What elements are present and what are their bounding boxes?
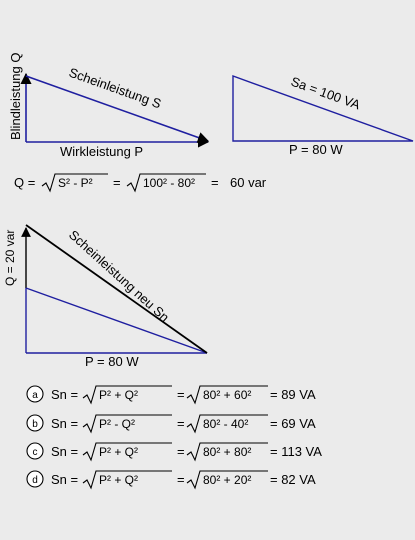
option-root1: P² + Q² [99, 473, 138, 487]
option-eq: = [177, 416, 185, 431]
middle-new-hypotenuse [25, 224, 208, 354]
answer-options: a Sn = P² + Q² = 80² + 60² = 89 VA b Sn = P² - Q… [26, 385, 322, 490]
option-circle[interactable] [26, 470, 44, 488]
label-wirkleistung: Wirkleistung P [60, 144, 143, 159]
label-p-top: P = 80 W [289, 142, 343, 157]
option-sqrt-sign-2 [186, 442, 268, 462]
label-p-middle: P = 80 W [85, 354, 139, 369]
q-formula: Q = S² - P² = 100² - 80² = 60 var [14, 173, 267, 193]
option-lhs: Sn = [51, 472, 78, 487]
answer-option-a[interactable]: a Sn = P² + Q² = 80² + 60² = 89 VA [26, 385, 316, 405]
q-eq1: = [113, 175, 121, 190]
option-root2: 80² + 20² [203, 473, 251, 487]
option-root2: 80² - 40² [203, 417, 248, 431]
option-root1: P² + Q² [99, 388, 138, 402]
answer-option-d[interactable]: d Sn = P² + Q² = 80² + 20² = 82 VA [26, 470, 316, 490]
option-root1: P² - Q² [99, 417, 135, 431]
option-circle[interactable] [26, 442, 44, 460]
option-letter: c [33, 447, 38, 458]
triangle-top-right: Sa = 100 VA P = 80 W [232, 74, 414, 157]
option-result: = 69 VA [270, 416, 316, 431]
apparent-power-arrow [25, 75, 210, 143]
option-eq: = [177, 444, 185, 459]
q-result: 60 var [230, 175, 267, 190]
label-sa: Sa = 100 VA [289, 74, 363, 113]
option-result: = 89 VA [270, 387, 316, 402]
q-lhs: Q = [14, 175, 35, 190]
option-circle[interactable] [26, 414, 44, 432]
option-eq: = [177, 472, 185, 487]
label-scheinleistung-neu: Scheinleistung neu Sn [66, 227, 172, 325]
option-lhs: Sn = [51, 416, 78, 431]
option-sqrt-sign-2 [186, 385, 268, 405]
q-root1: S² - P² [58, 176, 93, 190]
option-sqrt-sign-2 [186, 470, 268, 490]
triangle-top-left: Blindleistung Q Scheinleistung S Wirklei… [8, 53, 210, 159]
middle-old-hypotenuse [25, 287, 208, 354]
option-sqrt-sign-2 [186, 414, 268, 434]
option-sqrt-sign-1 [82, 442, 172, 462]
label-scheinleistung: Scheinleistung S [67, 65, 164, 112]
option-sqrt-sign-1 [82, 470, 172, 490]
option-letter: b [32, 419, 38, 430]
option-lhs: Sn = [51, 387, 78, 402]
label-blindleistung: Blindleistung Q [8, 53, 23, 140]
option-root1: P² + Q² [99, 445, 138, 459]
triangle-middle: Q = 20 var Scheinleistung neu Sn P = 80 … [3, 224, 208, 369]
option-eq: = [177, 387, 185, 402]
option-circle[interactable] [26, 385, 44, 403]
answer-option-c[interactable]: c Sn = P² + Q² = 80² + 80² = 113 VA [26, 442, 322, 462]
q-eq2: = [211, 175, 219, 190]
sqrt-sign-1 [41, 173, 108, 193]
option-letter: a [32, 390, 38, 401]
label-q20: Q = 20 var [3, 230, 17, 286]
option-letter: d [32, 475, 38, 486]
answer-option-b[interactable]: b Sn = P² - Q² = 80² - 40² = 69 VA [26, 414, 316, 434]
q-root2: 100² - 80² [143, 176, 195, 190]
sqrt-sign-2 [126, 173, 206, 193]
option-sqrt-sign-1 [82, 385, 172, 405]
option-lhs: Sn = [51, 444, 78, 459]
option-result: = 113 VA [270, 444, 322, 459]
option-result: = 82 VA [270, 472, 316, 487]
triangle-shape-a [232, 75, 414, 142]
option-root2: 80² + 80² [203, 445, 251, 459]
option-sqrt-sign-1 [82, 414, 172, 434]
option-root2: 80² + 60² [203, 388, 251, 402]
